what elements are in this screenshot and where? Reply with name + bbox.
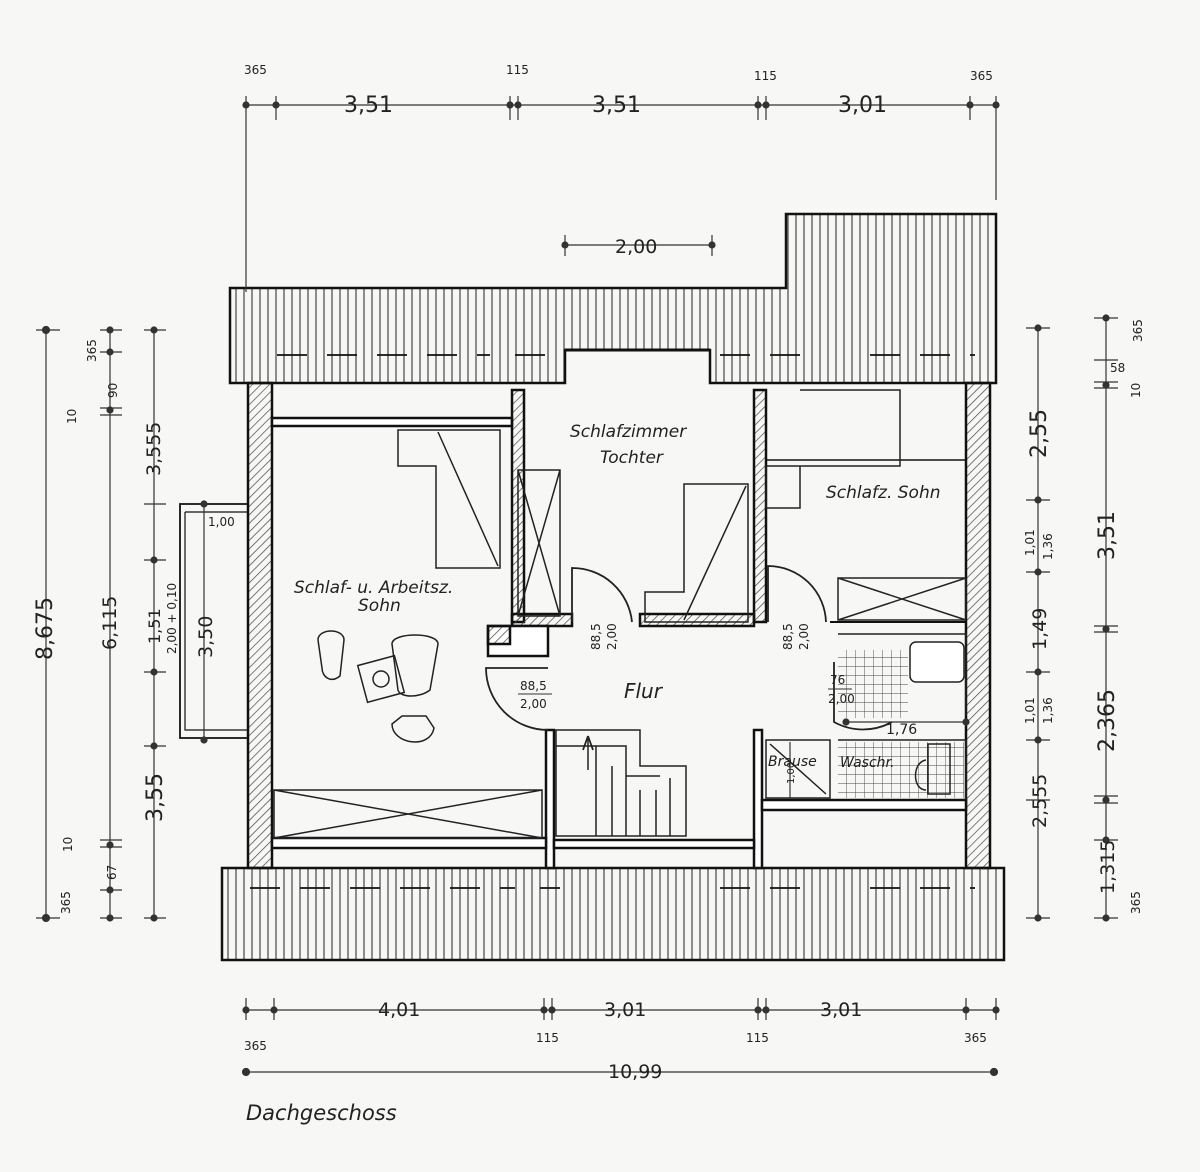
side-table	[356, 654, 406, 704]
door-sohn-width: 88,5	[781, 623, 795, 650]
right-dimensions: 365 58 10 2,55 3,51 1,01 1,36 1,49 1,01 …	[1023, 319, 1145, 914]
dim-left-67: 67	[105, 865, 119, 880]
shower	[765, 739, 831, 799]
dim-top-wall-left: 365	[244, 63, 267, 77]
drawing-title: Dachgeschoss	[246, 1101, 397, 1125]
dim-right-365-top: 365	[1131, 319, 1145, 342]
dim-bottom-wall-right: 365	[964, 1031, 987, 1045]
top-dimensions: 365 3,51 115 3,51 115 3,01 365 2,00	[244, 63, 993, 258]
bottom-dimensions: 365 4,01 115 3,01 115 3,01 365 10,99	[244, 999, 987, 1083]
dim-top-segment-2: 3,51	[592, 93, 641, 118]
chair-3	[391, 715, 435, 743]
room-label-sohn: Schlafz. Sohn	[826, 483, 941, 503]
wardrobe-bottom-left	[273, 789, 543, 839]
dim-left-350: 3,50	[195, 616, 217, 658]
chair-1	[317, 630, 345, 680]
room-label-arbeitszimmer-line1: Schlaf- u. Arbeitsz.	[294, 578, 453, 598]
dim-right-101-b: 1,01	[1023, 697, 1037, 724]
room-label-waschraum: Waschr.	[840, 755, 894, 771]
dim-left-365-bottom: 365	[59, 891, 73, 914]
dim-bottom-total: 10,99	[608, 1061, 662, 1083]
door-sohn-height: 2,00	[797, 623, 811, 650]
dim-right-2555: 2,555	[1029, 774, 1051, 828]
dim-bottom-inner-wall-1: 115	[536, 1031, 559, 1045]
opening-annotations: 88,5 2,00 88,5 2,00 88,5 2,00 76 2,00 1,…	[518, 623, 917, 784]
door-arbeit	[485, 667, 549, 731]
roof-bottom-strip	[220, 866, 1006, 962]
dim-right-58: 58	[1110, 361, 1125, 375]
dim-left-200-010: 2,00 + 0,10	[165, 583, 179, 654]
dim-left-90: 90	[106, 383, 120, 398]
door-tochter	[571, 567, 633, 623]
dim-right-149: 1,49	[1029, 608, 1051, 650]
dim-right-101-a: 1,01	[1023, 529, 1037, 556]
sink	[909, 641, 965, 683]
room-label-tochter-line2: Tochter	[600, 448, 664, 468]
dim-top-inner-wall-1: 115	[506, 63, 529, 77]
room-label-flur: Flur	[624, 679, 664, 703]
dim-bottom-segment-1: 4,01	[378, 999, 420, 1021]
dim-top-segment-3: 3,01	[838, 93, 887, 118]
dim-top-segment-1: 3,51	[344, 93, 393, 118]
stair-arrow	[582, 735, 594, 751]
room-label-arbeitszimmer-line2: Sohn	[358, 596, 401, 616]
door-swings	[485, 565, 893, 731]
toilet	[914, 743, 951, 795]
dim-gable-width: 2,00	[615, 236, 657, 258]
door-bath-width: 76	[830, 673, 845, 687]
room-label-tochter-line1: Schlafzimmer	[570, 422, 687, 442]
bed-arbeitszimmer	[397, 429, 501, 569]
floor-tiles-2	[838, 742, 964, 798]
dim-right-351: 3,51	[1095, 511, 1120, 560]
dim-left-3555: 3,555	[143, 422, 165, 476]
stair	[555, 729, 687, 837]
dim-right-1315: 1,315	[1097, 840, 1119, 894]
dim-bottom-segment-3: 3,01	[820, 999, 862, 1021]
left-dimensions: 8,675 365 90 10 6,115 3,555 1,51 2,00 + …	[33, 339, 235, 914]
dim-bottom-inner-wall-2: 115	[746, 1031, 769, 1045]
bed-sohn	[765, 389, 901, 509]
dim-bottom-segment-2: 3,01	[604, 999, 646, 1021]
door-bath	[833, 662, 893, 731]
dim-right-255: 2,55	[1027, 409, 1052, 458]
walls	[179, 381, 992, 870]
dim-top-inner-wall-2: 115	[754, 69, 777, 83]
bed-tochter	[644, 483, 749, 623]
door-tochter-height: 2,00	[605, 623, 619, 650]
dim-left-151: 1,51	[145, 608, 164, 644]
wardrobe-sohn	[837, 577, 967, 621]
dim-top-wall-right: 365	[970, 69, 993, 83]
dim-left-10-top: 10	[65, 409, 79, 424]
floor-tiles-1	[838, 650, 908, 718]
dim-left-6115: 6,115	[99, 596, 121, 650]
dimension-lines	[36, 96, 1118, 1077]
dim-right-136-a: 1,36	[1041, 533, 1055, 560]
dim-bottom-wall-left: 365	[244, 1039, 267, 1053]
dim-right-10-top: 10	[1129, 383, 1143, 398]
chair-2	[391, 634, 439, 697]
dim-left-8675: 8,675	[33, 597, 58, 660]
room-label-brause: Brause	[768, 754, 817, 770]
wardrobe-tochter	[517, 469, 561, 617]
dim-right-2365: 2,365	[1095, 689, 1120, 752]
room-labels: Schlafzimmer Tochter Schlafz. Sohn Schla…	[294, 422, 941, 771]
bath-width: 1,76	[886, 722, 917, 738]
dim-left-100: 1,00	[208, 515, 235, 529]
bath-tiles-frame	[838, 633, 967, 800]
door-sohn	[767, 565, 827, 623]
furniture	[273, 389, 967, 839]
dim-right-365-bottom: 365	[1129, 891, 1143, 914]
door-arbeit-height: 2,00	[520, 697, 547, 711]
door-bath-height: 2,00	[828, 692, 855, 706]
dim-left-10-bottom: 10	[61, 837, 75, 852]
shower-size: 1,00	[786, 762, 797, 784]
dim-left-365-top: 365	[85, 339, 99, 362]
dim-left-355: 3,55	[143, 773, 168, 822]
door-tochter-width: 88,5	[589, 623, 603, 650]
roof-top-strip	[228, 212, 998, 385]
dim-right-136-b: 1,36	[1041, 697, 1055, 724]
door-arbeit-width: 88,5	[520, 679, 547, 693]
